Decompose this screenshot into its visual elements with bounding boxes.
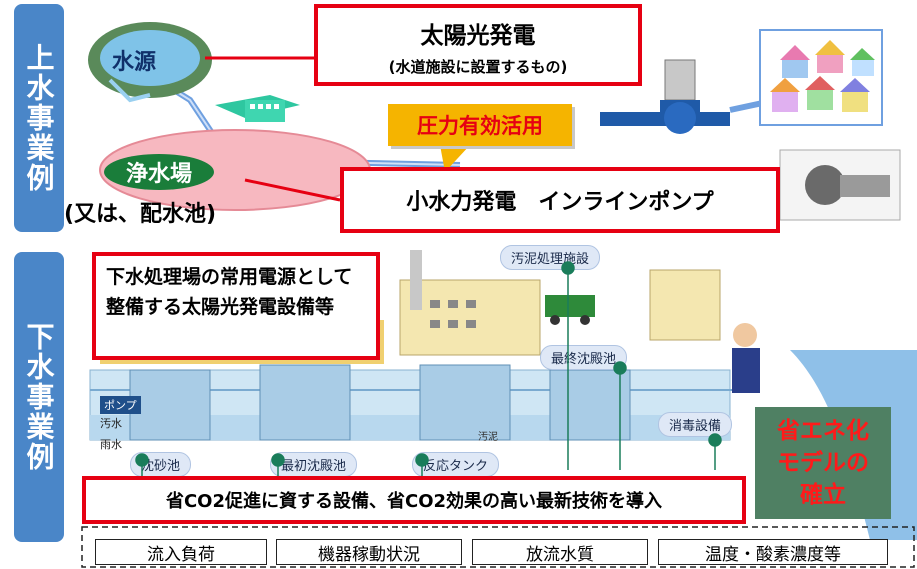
monitoring-item-effluent: 放流水質 [472,539,648,565]
distribution-note: (又は、配水池) [64,202,217,227]
primary-sedimentation-label: 最初沈殿池 [270,452,358,477]
sludge-pipe-label: 汚泥 [478,432,498,443]
disinfection-label: 消毒設備 [658,412,733,437]
solar-power-subtitle: (水道施設に設置するもの) [388,58,568,76]
small-hydro-box: 小水力発電 インラインポンプ [340,167,780,233]
lower-side-label: 下水事業例 [14,252,64,542]
pump-icon [779,149,901,221]
houses-icon [759,29,883,126]
upper-side-label: 上水事業例 [14,4,64,232]
sewage-solar-box: 下水処理場の常用電源として整備する太陽光発電設備等 [92,252,380,360]
final-sedimentation-label: 最終沈殿池 [540,345,628,370]
solar-power-title: 太陽光発電 [420,23,536,49]
purification-building-icon [215,95,300,122]
monitoring-item-inflow: 流入負荷 [95,539,267,565]
inline-pump-turbine-icon [600,59,730,134]
callout-pointer [440,145,470,172]
co2-promotion-box: 省CO2促進に資する設備、省CO2効果の高い最新技術を導入 [82,476,746,524]
monitoring-item-equipment: 機器稼動状況 [276,539,462,565]
monitoring-item-temperature: 温度・酸素濃度等 [658,539,888,565]
purification-plant-label: 浄水場 [104,154,214,190]
sewage-plant-graphics [89,250,917,540]
upper-diagram-graphics [88,22,901,221]
sewage-label: 汚水 [100,417,122,430]
solar-power-box-upper: 太陽光発電 (水道施設に設置するもの) [314,4,642,86]
water-source-label: 水源 [112,50,157,75]
pump-label: ポンプ [100,396,141,414]
energy-model-box: 省エネ化モデルの確立 [755,407,891,519]
pressure-callout: 圧力有効活用 [388,104,572,146]
rain-label: 雨水 [100,438,122,451]
